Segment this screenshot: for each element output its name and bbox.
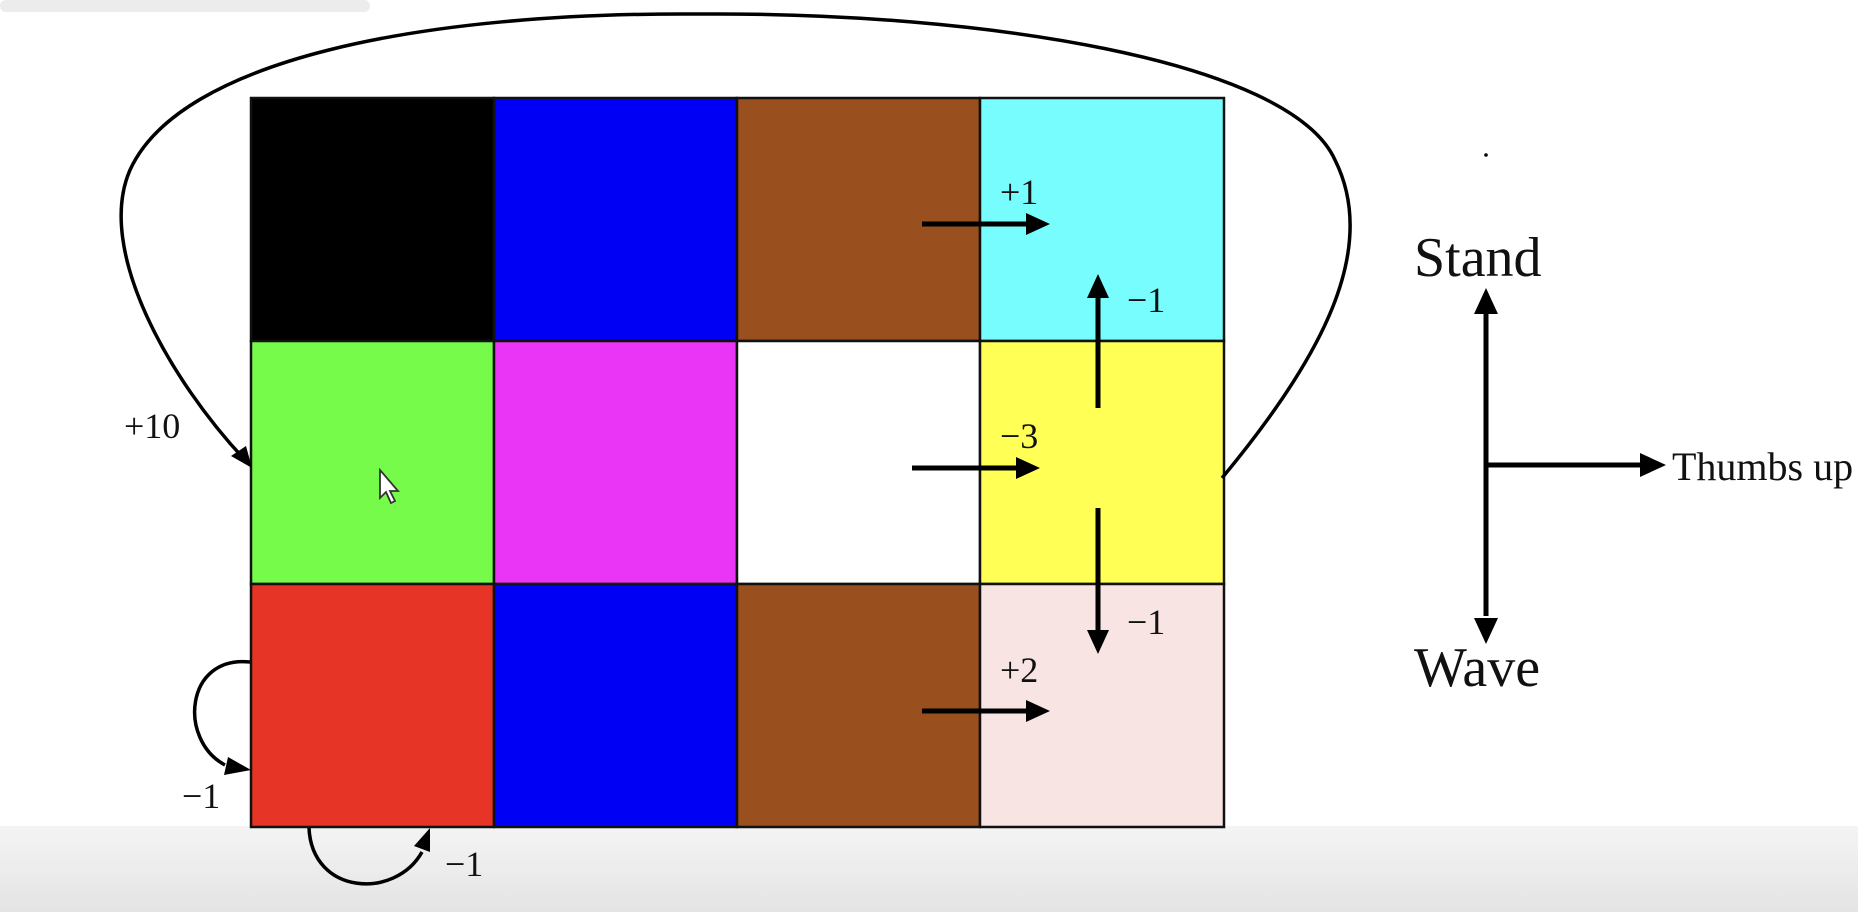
down-arrow-yellow [1087, 508, 1109, 654]
self-left-reward-label: −1 [182, 776, 220, 816]
mouse-cursor-icon [379, 467, 400, 505]
cell-r1-c1 [492, 339, 739, 586]
cell-r0-c0 [249, 96, 496, 343]
wrap-arrow [119, 12, 1352, 480]
top-strip [0, 0, 370, 12]
cell-r2-c1 [492, 582, 739, 829]
stray-dot [1484, 153, 1488, 157]
cell-r2-c0 [249, 582, 496, 829]
cell-r1-c2 [735, 339, 982, 586]
action-right-label: Thumbs up [1672, 444, 1853, 489]
action-down-label: Wave [1414, 637, 1540, 699]
cell-r0-c1 [492, 96, 739, 343]
right-arrow-top [922, 213, 1050, 235]
down-reward-label: −1 [1127, 602, 1165, 642]
cell-r2-c3 [978, 582, 1226, 829]
cell-r0-c3 [978, 96, 1226, 343]
right-bot-reward-label: +2 [1000, 650, 1038, 690]
self-bottom-reward-label: −1 [445, 844, 483, 884]
right-mid-reward-label: −3 [1000, 416, 1038, 456]
right-arrow-middle [912, 457, 1040, 479]
action-up-label: Stand [1414, 227, 1542, 289]
action-legend [1474, 288, 1666, 644]
cell-r0-c2 [735, 96, 982, 343]
cell-r2-c2 [735, 582, 982, 829]
up-arrow-yellow [1087, 274, 1109, 408]
bottom-strip [0, 826, 1858, 912]
self-loop-bottom [307, 827, 430, 886]
right-top-reward-label: +1 [1000, 172, 1038, 212]
up-reward-label: −1 [1127, 280, 1165, 320]
wrap-reward-label: +10 [124, 406, 180, 446]
cell-r1-c0 [249, 339, 496, 586]
right-arrow-bottom [922, 700, 1050, 722]
state-grid [249, 96, 1226, 829]
self-loop-left [193, 660, 251, 775]
